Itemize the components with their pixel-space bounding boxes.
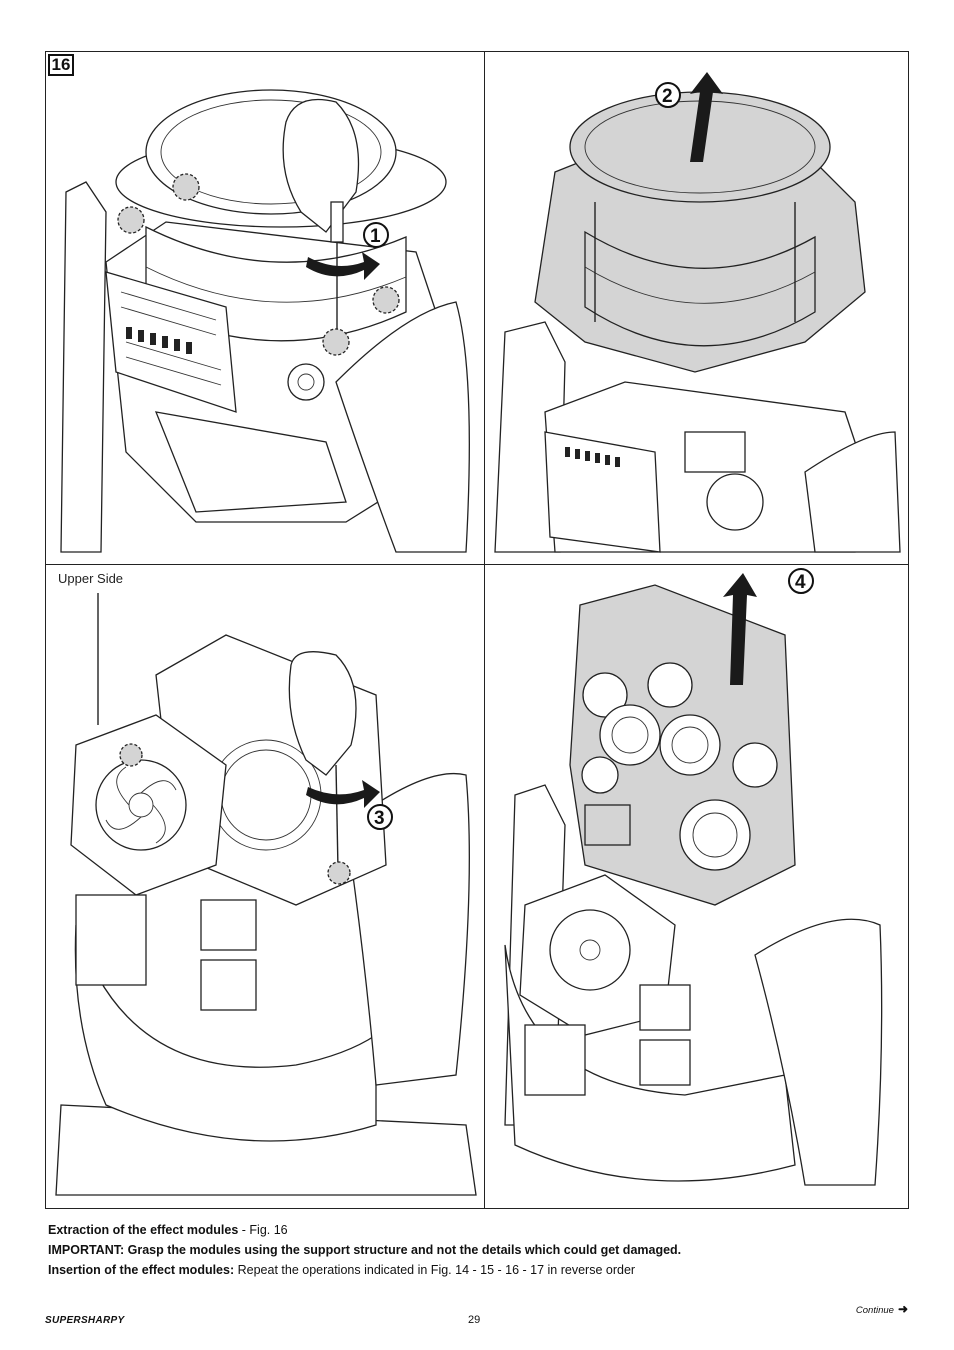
panel-step-4: 4 — [485, 565, 909, 1208]
step-1-badge: 1 — [370, 226, 381, 247]
page-number: 29 — [468, 1314, 481, 1326]
illustration-remove-effect-screws: 3 — [55, 593, 477, 1196]
step-2-badge: 2 — [662, 86, 673, 107]
upper-side-label: Upper Side — [58, 571, 124, 586]
caption-line-2-bold: IMPORTANT: Grasp the modules using the s… — [48, 1243, 682, 1257]
panel-divider-vertical — [484, 52, 485, 1208]
caption-line-3: Insertion of the effect modules: Repeat … — [48, 1260, 908, 1280]
caption-line-1: Extraction of the effect modules - Fig. … — [48, 1220, 908, 1240]
continue-label: Continue — [855, 1305, 894, 1316]
continue-link[interactable]: Continue➜ — [856, 1302, 908, 1316]
step-4-badge: 4 — [795, 572, 806, 593]
step-3-badge: 3 — [374, 808, 385, 829]
arrow-right-icon: ➜ — [897, 1302, 908, 1316]
panel-step-1: 1 — [46, 52, 484, 564]
caption-line-1-bold: Extraction of the effect modules — [48, 1223, 239, 1237]
caption-line-1-rest: - Fig. 16 — [238, 1223, 288, 1237]
illustration-remove-screws: 1 — [60, 89, 470, 553]
panel-divider-horizontal — [46, 564, 908, 565]
panel-step-2: 2 — [485, 52, 909, 564]
caption-line-3-bold: Insertion of the effect modules: — [48, 1263, 235, 1277]
caption: Extraction of the effect modules - Fig. … — [48, 1220, 908, 1280]
figure-number: 16 — [48, 54, 74, 76]
figure-frame: 16 — [45, 51, 909, 1209]
panel-step-3: Upper Side — [46, 565, 484, 1208]
caption-line-2: IMPORTANT: Grasp the modules using the s… — [48, 1240, 908, 1260]
footer-brand: SUPERSHARPY — [45, 1315, 125, 1326]
illustration-lift-effect-module: 4 — [504, 568, 883, 1186]
illustration-lift-module: 2 — [494, 72, 901, 553]
caption-line-3-rest: Repeat the operations indicated in Fig. … — [234, 1263, 636, 1277]
